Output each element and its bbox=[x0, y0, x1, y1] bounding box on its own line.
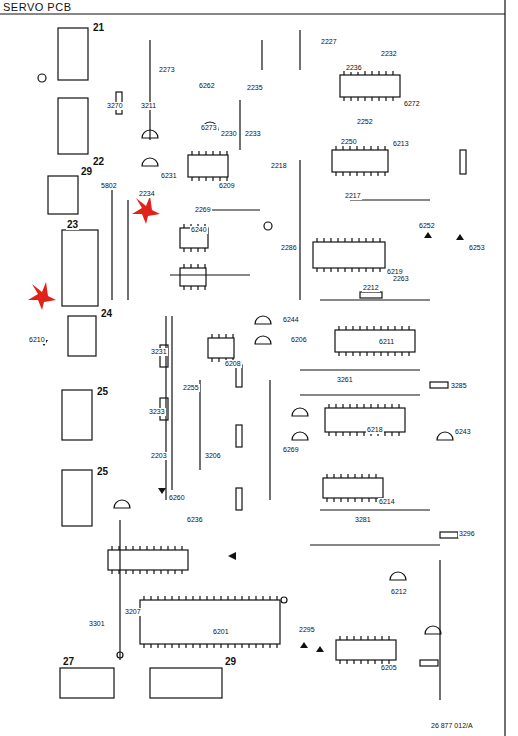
ic-outline bbox=[325, 408, 405, 432]
part-number: 26 877 012/A bbox=[430, 722, 474, 730]
part-number: 2236 bbox=[345, 64, 363, 72]
ic-outline bbox=[180, 268, 206, 286]
connector-number: 25 bbox=[96, 466, 109, 477]
part-number: 6244 bbox=[282, 316, 300, 324]
part-number: 3233 bbox=[148, 408, 166, 416]
part-number: 3206 bbox=[204, 452, 222, 460]
part-number: 2232 bbox=[380, 50, 398, 58]
ic-outline bbox=[313, 242, 385, 268]
part-number: 6208 bbox=[224, 360, 242, 368]
part-number: 6231 bbox=[160, 172, 178, 180]
ic-outline bbox=[140, 600, 280, 644]
part-number: 2212 bbox=[362, 284, 380, 292]
part-number: 6210 bbox=[28, 336, 46, 344]
ic-outline bbox=[335, 330, 415, 352]
ic-outline bbox=[332, 150, 388, 172]
part-number: 3296 bbox=[458, 530, 476, 538]
transistor-symbol bbox=[114, 500, 130, 508]
connector-outline bbox=[150, 668, 222, 698]
part-number: 2227 bbox=[320, 38, 338, 46]
title: SERVO PCB bbox=[3, 1, 72, 13]
part-number: 2230 bbox=[220, 130, 238, 138]
connector-number: 22 bbox=[92, 156, 105, 167]
part-number: 3270 bbox=[106, 102, 124, 110]
transistor-symbol bbox=[255, 316, 271, 324]
connector-number: 23 bbox=[66, 219, 79, 230]
part-number: 2233 bbox=[244, 130, 262, 138]
connector-outline bbox=[58, 98, 88, 154]
part-number: 3261 bbox=[336, 376, 354, 384]
transistor-symbol bbox=[437, 432, 453, 440]
connector-number: 21 bbox=[92, 22, 105, 33]
part-number: 6273 bbox=[200, 124, 218, 132]
red-marker bbox=[28, 196, 160, 310]
transistor-symbol bbox=[390, 572, 406, 580]
connector-number: 29 bbox=[80, 166, 93, 177]
part-number: 6213 bbox=[392, 140, 410, 148]
connector-number: 27 bbox=[62, 656, 75, 667]
part-number: 6212 bbox=[390, 588, 408, 596]
part-number: 6201 bbox=[212, 628, 230, 636]
part-number: 6243 bbox=[454, 428, 472, 436]
part-number: 6236 bbox=[186, 516, 204, 524]
part-number: 6206 bbox=[290, 336, 308, 344]
connector-number: 24 bbox=[100, 308, 113, 319]
part-number: 6214 bbox=[378, 498, 396, 506]
part-number: 2217 bbox=[344, 192, 362, 200]
transistor-symbol bbox=[142, 158, 158, 166]
part-number: 5802 bbox=[100, 182, 118, 190]
ic-outline bbox=[336, 640, 396, 660]
part-number: 2273 bbox=[158, 66, 176, 74]
connector-outline bbox=[62, 230, 98, 306]
part-number: 2269 bbox=[194, 206, 212, 214]
part-number: 6240 bbox=[190, 226, 208, 234]
transistor-symbol bbox=[255, 336, 271, 344]
part-number: 2203 bbox=[150, 452, 168, 460]
ic-outline bbox=[323, 478, 383, 498]
part-number: 2263 bbox=[392, 275, 410, 283]
connector-number: 29 bbox=[224, 656, 237, 667]
part-number: 2250 bbox=[340, 138, 358, 146]
part-number: 6211 bbox=[378, 338, 395, 346]
part-number: 3231 bbox=[150, 348, 168, 356]
connector-outline bbox=[48, 176, 78, 214]
transistor-symbol bbox=[292, 432, 308, 440]
transistor-symbol bbox=[292, 408, 308, 416]
part-number: 2218 bbox=[270, 162, 288, 170]
part-number: 6205 bbox=[380, 664, 398, 672]
ic-outline bbox=[188, 155, 228, 177]
part-number: 3207 bbox=[124, 608, 142, 616]
connector-outline bbox=[68, 316, 96, 356]
part-number: 3211 bbox=[140, 102, 157, 110]
part-number: 2295 bbox=[298, 626, 316, 634]
part-number: 6260 bbox=[168, 494, 186, 502]
transistor-symbol bbox=[142, 130, 158, 138]
ic-outline bbox=[340, 75, 400, 97]
ic-outline bbox=[208, 338, 234, 358]
part-number: 6272 bbox=[403, 100, 421, 108]
ic-outline bbox=[108, 550, 188, 570]
connector-outline bbox=[58, 28, 88, 80]
part-number: 2234 bbox=[138, 190, 156, 198]
part-number: 6262 bbox=[198, 82, 216, 90]
part-number: 6209 bbox=[218, 182, 236, 190]
part-number: 6253 bbox=[468, 244, 486, 252]
connector-outline bbox=[62, 390, 92, 440]
part-number: 3301 bbox=[88, 620, 106, 628]
part-number: 6269 bbox=[282, 446, 300, 454]
connector-outline bbox=[60, 668, 114, 698]
connector-number: 25 bbox=[96, 386, 109, 397]
connector-outline bbox=[62, 470, 92, 526]
part-number: 2255 bbox=[182, 384, 200, 392]
part-number: 6252 bbox=[418, 222, 436, 230]
part-number: 3285 bbox=[450, 382, 468, 390]
part-number: 2235 bbox=[246, 84, 264, 92]
part-number: 6218 bbox=[366, 426, 384, 434]
part-number: 2286 bbox=[280, 244, 298, 252]
part-number: 2252 bbox=[356, 118, 374, 126]
transistor-symbol bbox=[425, 626, 441, 634]
part-number: 3281 bbox=[354, 516, 372, 524]
